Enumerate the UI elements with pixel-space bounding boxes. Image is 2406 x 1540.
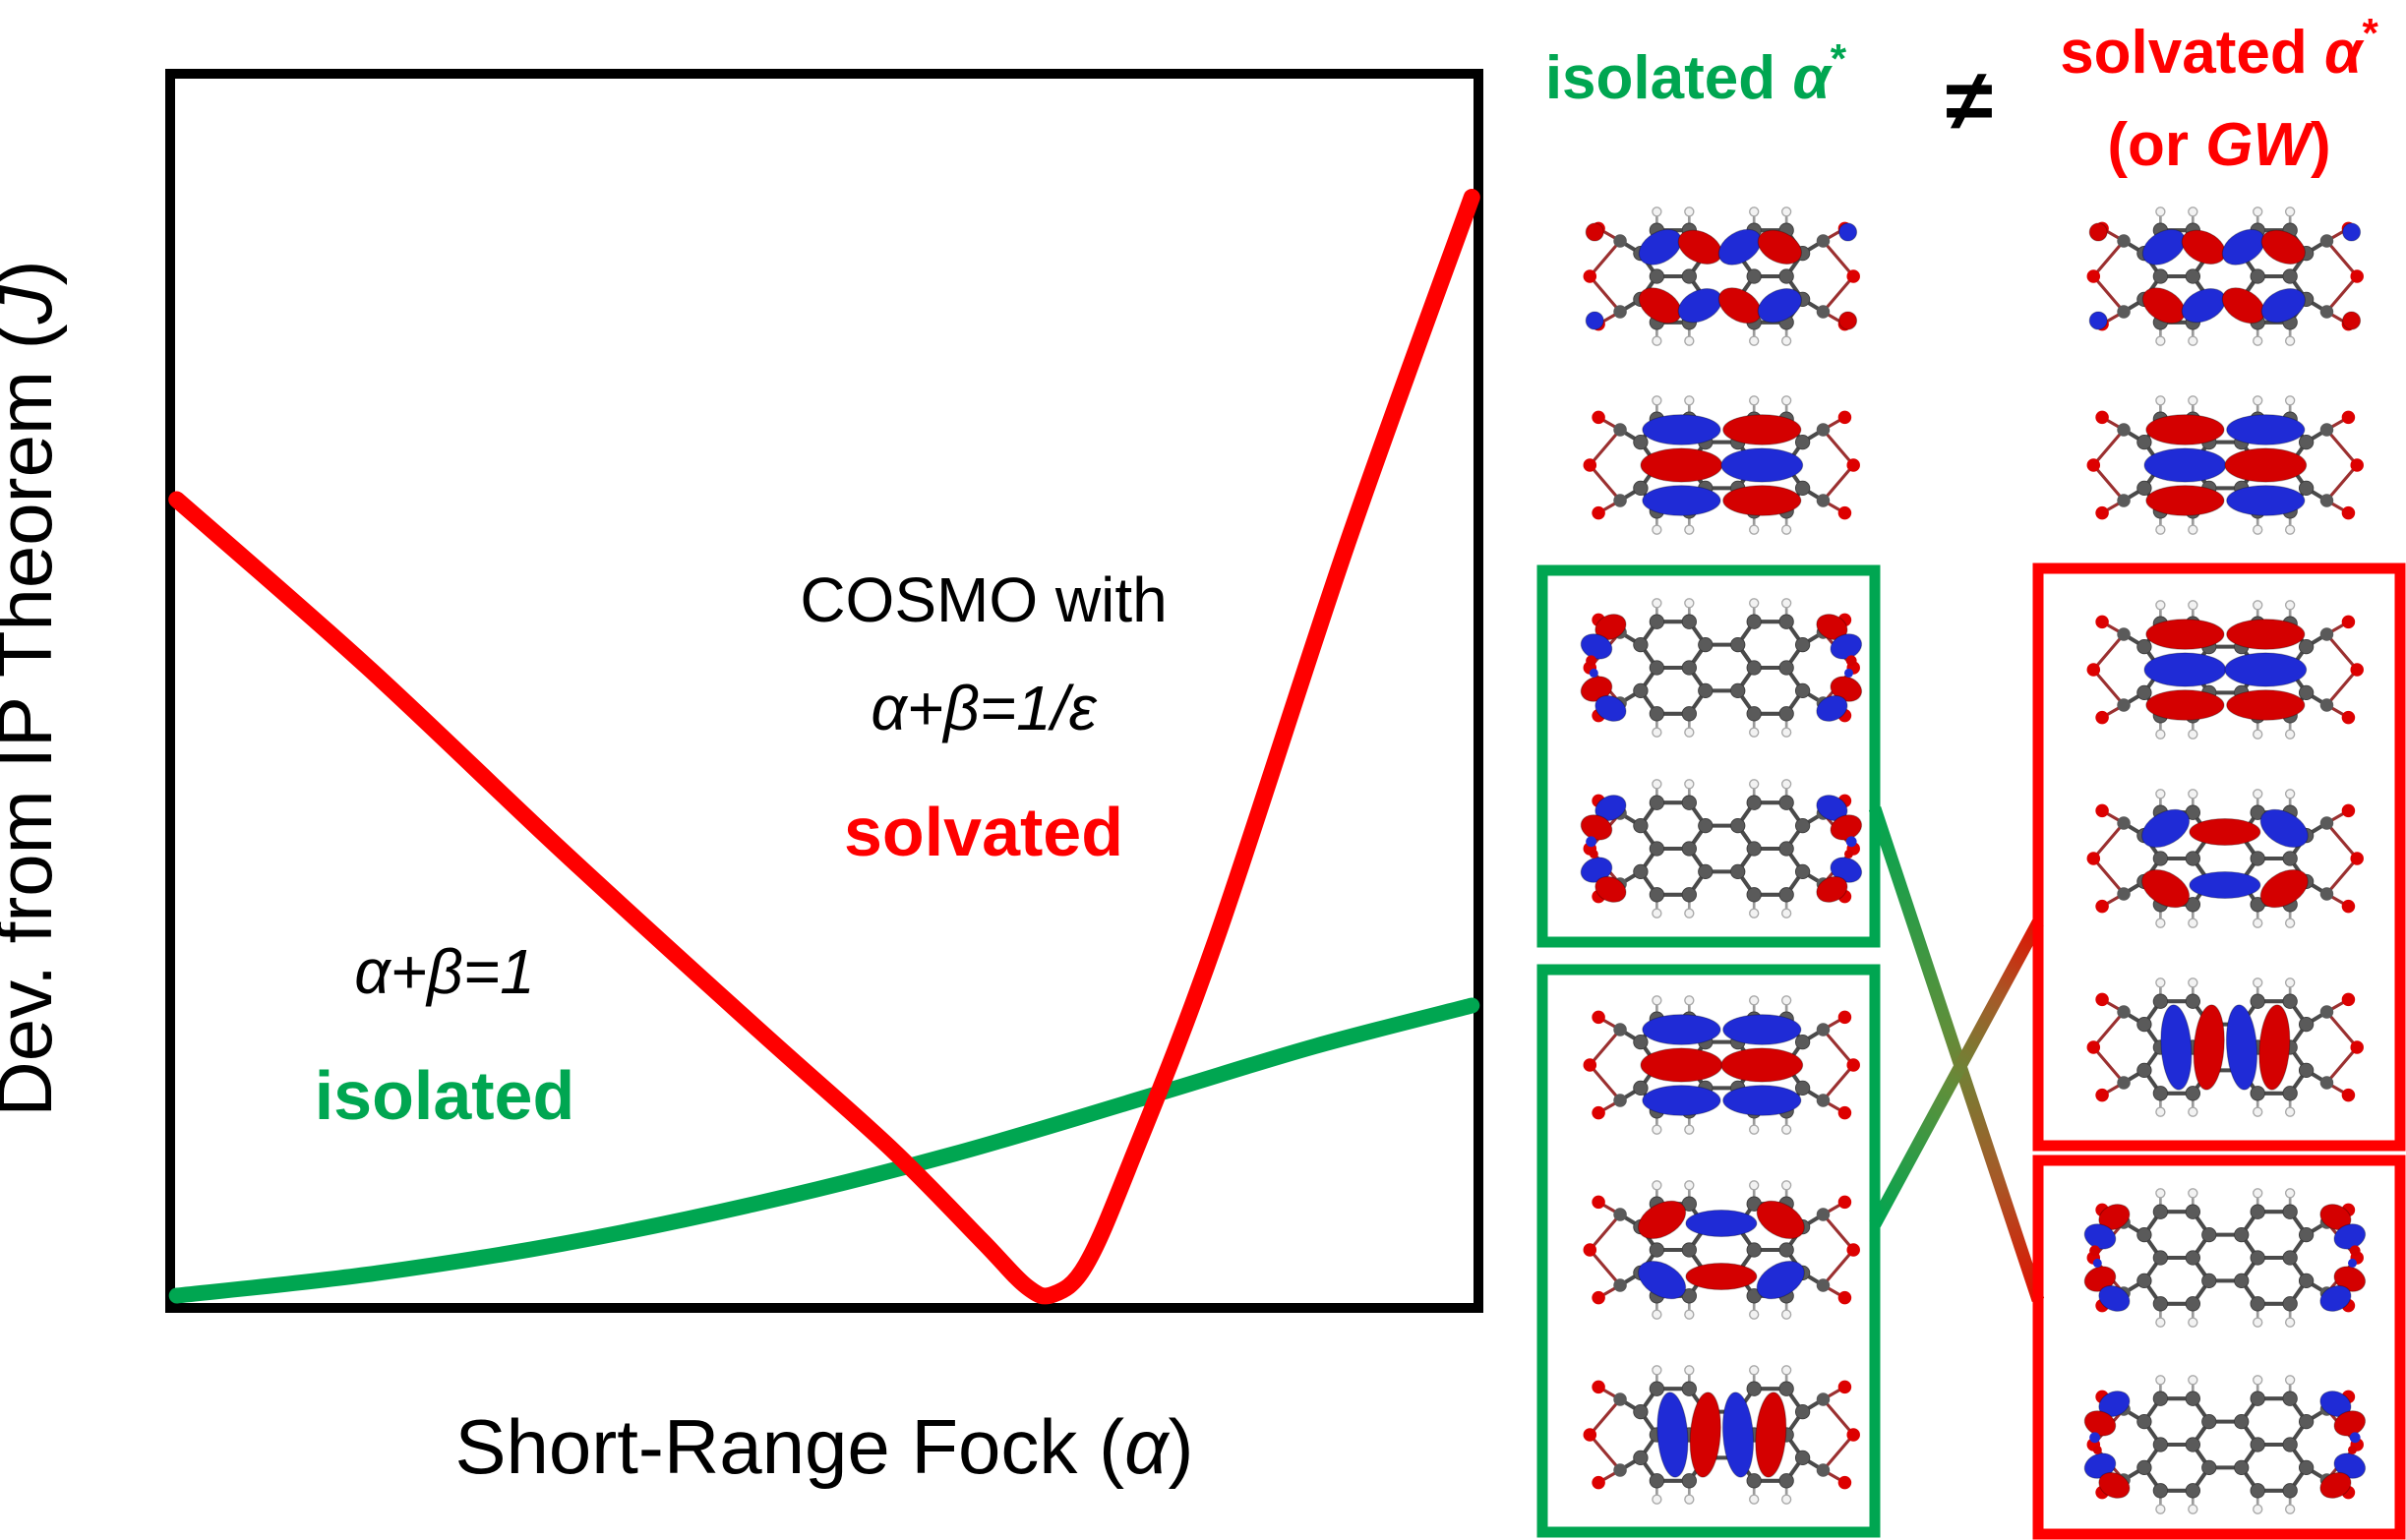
annotation-isolated-label: isolated xyxy=(315,1057,575,1134)
header-solvated-word: solvated xyxy=(2060,19,2324,87)
molecule-orbital-iso-5 xyxy=(1583,995,1860,1135)
x-axis-label-symbol: α xyxy=(1124,1403,1171,1490)
molecule-orbital-solv-2 xyxy=(2086,395,2364,535)
y-axis-label-suffix: ) xyxy=(0,260,68,285)
molecule-orbital-iso-2 xyxy=(1583,395,1860,535)
header-solvated-sup: * xyxy=(2362,10,2378,56)
molecule-orbital-solv-5 xyxy=(2086,977,2364,1117)
not-equal-sign: ≠ xyxy=(1946,51,1993,148)
header-solvated-line1: solvated α* xyxy=(2060,10,2378,87)
molecule-orbital-iso-6 xyxy=(1583,1180,1860,1320)
isolated-edge-orbitals-box xyxy=(1536,564,1881,948)
molecule-orbital-iso-7 xyxy=(1583,1365,1860,1505)
solvated-edge-orbitals-box xyxy=(2032,1155,2406,1540)
header-isolated-sup: * xyxy=(1831,35,1847,82)
plot-curves xyxy=(168,189,1480,1305)
molecule-orbital-iso-1 xyxy=(1583,207,1860,346)
x-axis-label-suffix: ) xyxy=(1169,1403,1194,1490)
solvated-core-orbitals-box xyxy=(2032,563,2406,1152)
molecule-orbital-solv-7 xyxy=(2083,1375,2367,1514)
molecule-orbital-iso-3 xyxy=(1580,598,1863,738)
header-solvated-symbol: α xyxy=(2324,19,2365,87)
molecule-orbital-solv-3 xyxy=(2086,600,2364,740)
annotation-cosmo-formula: α+β=1/ε xyxy=(871,673,1097,743)
molecule-column-area xyxy=(1580,207,2367,1514)
annotation-isolated-formula: α+β=1 xyxy=(354,936,534,1007)
y-axis-label-prefix: Dev. from IP Theorem ( xyxy=(0,324,68,1116)
header-solvated-line2: (or GW) xyxy=(2107,111,2330,179)
plot-frame xyxy=(165,69,1483,1313)
molecule-orbital-iso-4 xyxy=(1580,779,1863,918)
header-isolated: isolated α* xyxy=(1545,35,1847,112)
isolated-core-orbitals-box xyxy=(1536,964,1881,1538)
y-axis-label: Dev. from IP Theorem (J) xyxy=(0,260,68,1116)
x-axis-label: Short-Range Fock (α) xyxy=(454,1403,1193,1490)
connector-green2-to-red xyxy=(1869,918,2044,1228)
highlight-boxes xyxy=(1536,563,2406,1540)
molecule-orbital-solv-6 xyxy=(2083,1188,2367,1328)
header-isolated-symbol: α xyxy=(1792,44,1833,112)
curve-isolated xyxy=(168,997,1480,1304)
annotation-solvated-label: solvated xyxy=(844,794,1123,870)
connector-green-to-red2 xyxy=(1868,805,2045,1303)
header-isolated-word: isolated xyxy=(1545,44,1793,112)
y-axis-label-symbol: J xyxy=(0,284,68,325)
molecule-orbital-solv-4 xyxy=(2086,789,2364,928)
molecule-orbital-solv-1 xyxy=(2086,207,2364,346)
curve-solvated xyxy=(168,189,1480,1305)
header-solvated-line2-open: (or xyxy=(2107,111,2205,179)
x-axis-label-prefix: Short-Range Fock ( xyxy=(454,1403,1124,1490)
header-solvated-line2-close: ) xyxy=(2311,111,2331,179)
crossing-connectors xyxy=(1868,805,2045,1303)
annotation-cosmo-line1: COSMO with xyxy=(800,564,1167,635)
header-solvated-line2-gw: GW xyxy=(2205,111,2315,179)
